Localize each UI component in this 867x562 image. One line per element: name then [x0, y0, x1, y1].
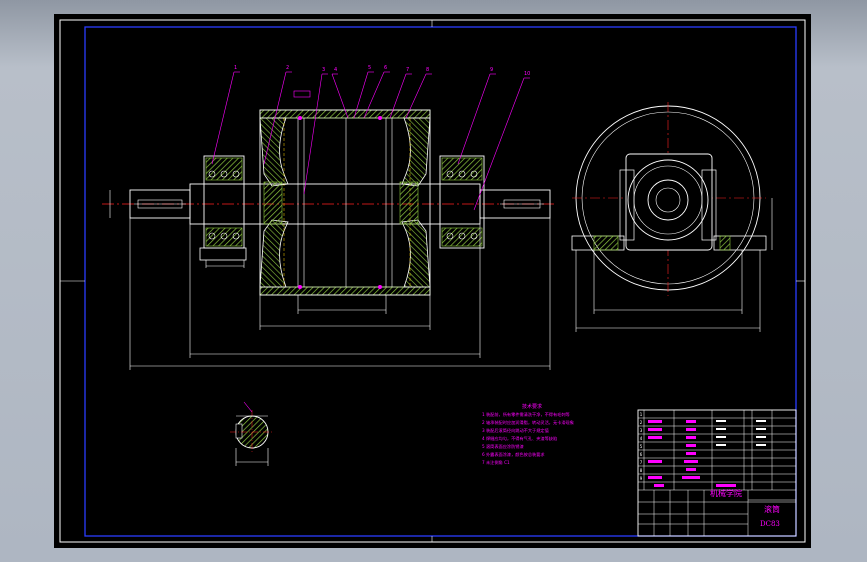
shaft-cross-section — [230, 401, 274, 466]
part-leaders — [211, 71, 530, 211]
tech-req-line: 6 外露表面涂漆，颜色按总装要求 — [482, 452, 545, 457]
inner-frame — [84, 26, 797, 537]
technical-requirements: 技术要求 1 装配前，所有零件需清洗干净，不得有毛刺等 2 轴承装配时应加润滑脂… — [482, 403, 612, 467]
front-section-view — [102, 71, 554, 370]
tech-req-line: 7 未注倒角 C1 — [482, 460, 510, 465]
tech-req-line: 1 装配前，所有零件需清洗干净，不得有毛刺等 — [482, 412, 570, 417]
row-number: 9 — [639, 476, 643, 481]
row-number: 4 — [639, 436, 643, 441]
row-number: 1 — [639, 412, 643, 417]
title-block — [637, 409, 797, 537]
right-bearing-housing — [439, 155, 485, 249]
drawing-name: 滚筒 — [764, 505, 780, 514]
side-view — [571, 102, 773, 332]
tech-req-line: 2 轴承装配时应加润滑脂，转动灵活，无卡滞现象 — [482, 420, 574, 425]
assembly-drawing — [59, 19, 806, 543]
row-number: 3 — [639, 428, 643, 433]
title-block-row-numbers: 1 2 3 4 5 6 7 8 9 — [638, 411, 644, 483]
dimension-lines — [109, 190, 551, 370]
row-number: 5 — [639, 444, 643, 449]
tech-req-line: 3 装配后滚筒径向跳动不大于规定值 — [482, 428, 549, 433]
row-number: 2 — [639, 420, 643, 425]
tech-req-line: 4 焊缝应均匀，不得有气孔、夹渣等缺陷 — [482, 436, 558, 441]
row-number: 7 — [639, 460, 643, 465]
left-bearing-housing — [199, 155, 247, 261]
tech-req-heading: 技术要求 — [522, 404, 543, 410]
row-number: 6 — [639, 452, 643, 457]
drawing-code: DC83 — [760, 520, 780, 528]
section-tag — [293, 90, 311, 98]
row-number: 8 — [639, 468, 643, 473]
drawing-canvas[interactable]: 1 2 3 4 5 6 7 8 9 10 技术要求 1 装配前，所有零件需清洗干… — [54, 14, 811, 548]
tech-req-line: 5 滚筒表面应涂防锈漆 — [482, 444, 524, 449]
drawing-school: 机械学院 — [710, 489, 742, 498]
outer-border — [59, 19, 806, 543]
